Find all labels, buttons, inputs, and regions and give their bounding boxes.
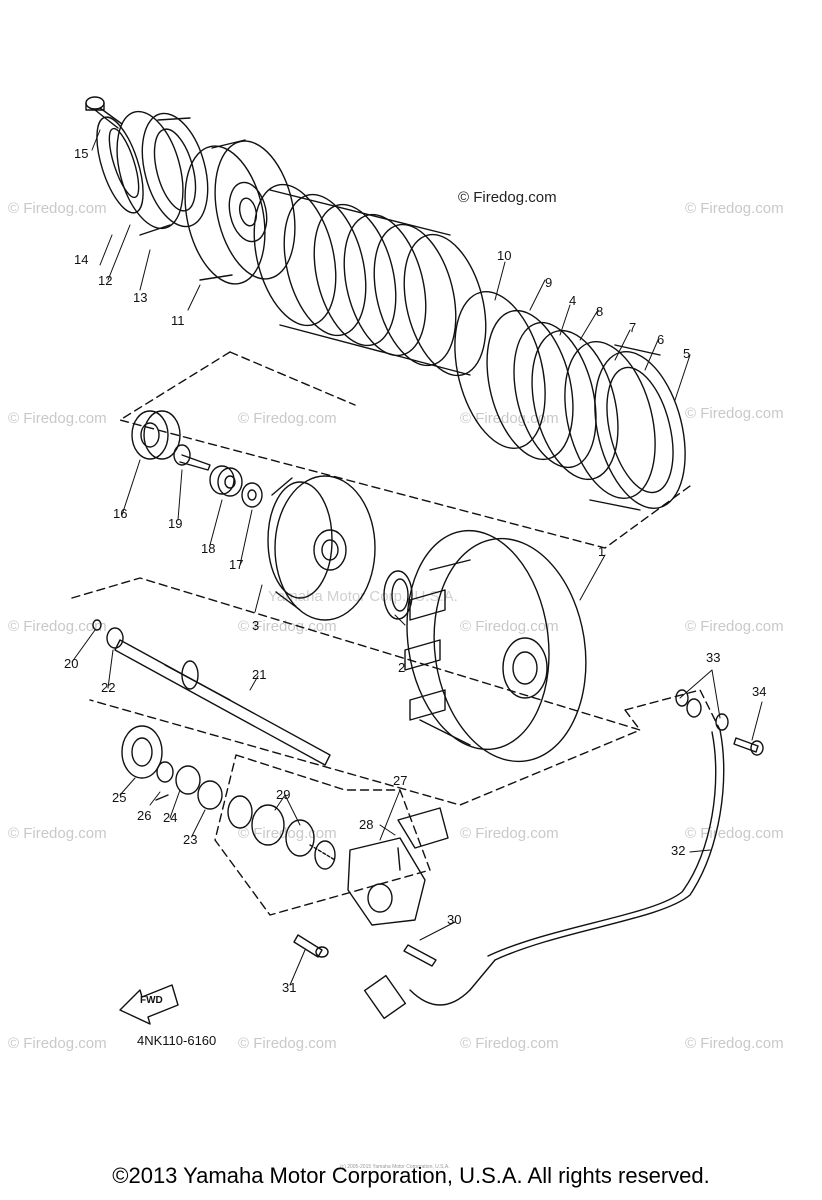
part-1-clutch-housing [404, 529, 587, 763]
watermark: © Firedog.com [8, 410, 107, 427]
part-29-piston-set [227, 795, 336, 870]
part-33-washers [675, 689, 729, 731]
part-20-22-pushrod-ends [92, 619, 124, 649]
callout-15: 15 [74, 146, 89, 161]
part-19-bolt [173, 444, 211, 471]
callout-4: 4 [569, 293, 577, 308]
fwd-arrow-icon [119, 984, 179, 1025]
part-21-push-rod [114, 639, 331, 766]
watermark: © Firedog.com [460, 1035, 559, 1052]
callout-1: 1 [598, 544, 606, 559]
watermark: © Firedog.com [238, 1035, 337, 1052]
callout-11: 11 [171, 313, 185, 328]
callout-29: 29 [276, 787, 291, 802]
callout-19: 19 [168, 516, 183, 531]
part-14-plate [96, 116, 144, 214]
part-7-6-5-housing [564, 341, 686, 511]
callout-22: 22 [101, 680, 116, 695]
callout-10: 10 [497, 248, 512, 263]
watermark: © Firedog.com [8, 825, 107, 842]
part-25-seal [121, 725, 163, 779]
callout-28: 28 [359, 817, 374, 832]
callout-14: 14 [74, 252, 89, 267]
watermark: © Firedog.com [238, 410, 337, 427]
callout-6: 6 [657, 332, 665, 347]
part-17-washer [241, 482, 263, 508]
part-12-13-plates [116, 110, 209, 236]
callout-8: 8 [596, 304, 604, 319]
assembly-outline-middle [71, 577, 641, 806]
callout-leader-lines [71, 129, 763, 986]
callout-24: 24 [163, 810, 178, 825]
callout-18: 18 [201, 541, 216, 556]
part-16-bearing [131, 410, 181, 460]
fwd-label: FWD [140, 995, 163, 1006]
callout-32: 32 [671, 843, 686, 858]
callout-2: 2 [398, 660, 406, 675]
part-24-23-rings [155, 761, 223, 810]
hose-outline [624, 689, 721, 731]
part-3-gear [267, 475, 376, 621]
callout-26: 26 [137, 808, 152, 823]
part-27-slave-cylinder [347, 807, 449, 926]
assembly-outline-top [119, 351, 691, 549]
watermark: © Firedog.com [685, 618, 784, 635]
watermark: © Firedog.com [460, 410, 559, 427]
watermark: © Firedog.com [8, 618, 107, 635]
watermark: © Firedog.com [685, 200, 784, 217]
callout-17: 17 [229, 557, 244, 572]
watermark: © Firedog.com [460, 825, 559, 842]
callout-13: 13 [133, 290, 148, 305]
watermark: © Firedog.com [8, 200, 107, 217]
callout-23: 23 [183, 832, 198, 847]
watermark: © Firedog.com [8, 1035, 107, 1052]
callout-5: 5 [683, 346, 691, 361]
part-18-collar [209, 465, 243, 497]
callout-20: 20 [64, 656, 79, 671]
assembly-outline-lower [214, 754, 431, 916]
diagram-code: 4NK110-6160 [137, 1033, 217, 1048]
part-2-washer [383, 570, 413, 620]
callout-12: 12 [98, 273, 113, 288]
part-32-hose [363, 729, 725, 1020]
callout-25: 25 [112, 790, 127, 805]
small-copyright: (c) 2005-2015 Yamaha Motor Corporation, … [340, 1164, 450, 1170]
clutch-plate-stack [253, 183, 487, 377]
footer-copyright: ©2013 Yamaha Motor Corporation, U.S.A. A… [112, 1163, 710, 1188]
callout-31: 31 [282, 980, 297, 995]
watermark: © Firedog.com [460, 618, 559, 635]
callout-34: 34 [752, 684, 767, 699]
callout-3: 3 [252, 618, 260, 633]
part-10-9-4-8-rings [454, 291, 619, 481]
callout-16: 16 [113, 506, 128, 521]
part-34-bolt [733, 737, 764, 756]
callout-21: 21 [252, 667, 267, 682]
callout-27: 27 [393, 773, 408, 788]
callout-9: 9 [545, 275, 553, 290]
watermark: © Firedog.com [685, 1035, 784, 1052]
callout-7: 7 [629, 320, 637, 335]
part-30-bolt [403, 944, 437, 967]
watermark: © Firedog.com [685, 405, 784, 422]
part-31-bolt [293, 934, 329, 958]
callout-33: 33 [706, 650, 721, 665]
callout-30: 30 [447, 912, 462, 927]
firedog-brand-mark: © Firedog.com [458, 189, 557, 206]
part-15-bolt [85, 96, 123, 129]
